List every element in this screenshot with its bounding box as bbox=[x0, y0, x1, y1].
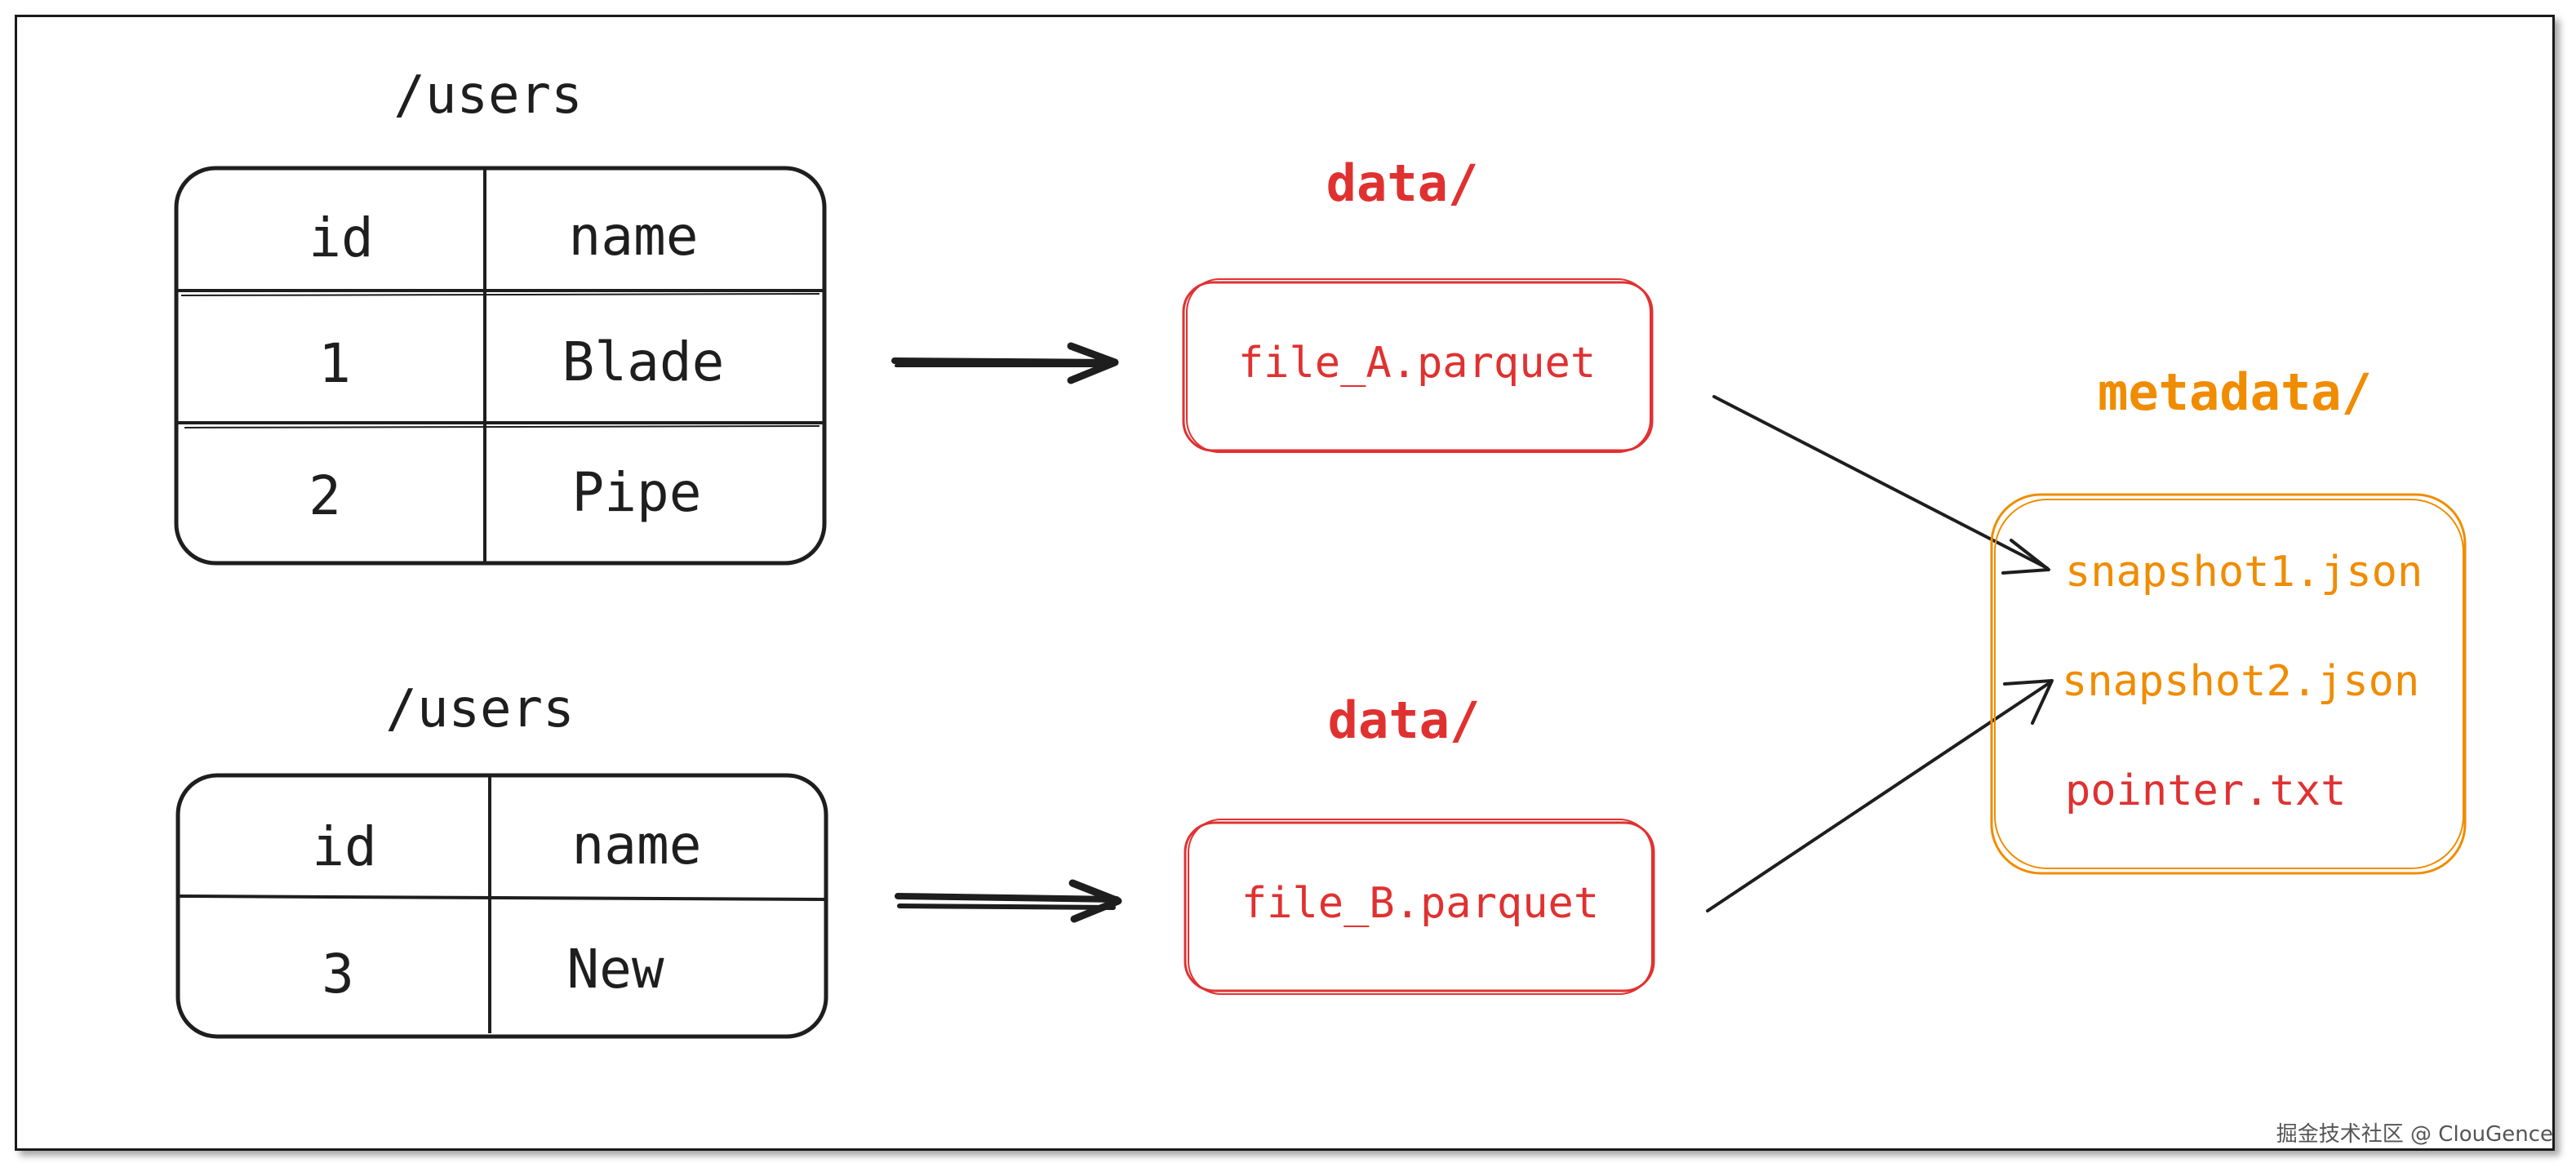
bottom-table-cell-name-1: New bbox=[566, 938, 664, 1001]
watermark: 掘金技术社区 @ ClouGence bbox=[2276, 1122, 2553, 1147]
metadata-folder: metadata/ snapshot1.json snapshot2.json … bbox=[1990, 362, 2467, 875]
bottom-table-border bbox=[175, 773, 828, 1039]
file-b-box bbox=[1184, 821, 1655, 992]
metadata-file-pointer: pointer.txt bbox=[2065, 766, 2346, 815]
bottom-table-header-id: id bbox=[312, 815, 376, 878]
bottom-users-table: /users id name 3 New bbox=[175, 679, 828, 1039]
top-table-header-divider-sketch bbox=[180, 293, 820, 296]
file-a-name: file_A.parquet bbox=[1238, 339, 1596, 388]
top-table-cell-name-1: Blade bbox=[562, 331, 725, 393]
metadata-box-sketch bbox=[1994, 499, 2464, 869]
top-write-arrow bbox=[891, 342, 1119, 384]
bottom-write-arrow bbox=[895, 879, 1122, 923]
data-folder-bottom: data/ file_B.parquet bbox=[1184, 690, 1655, 995]
top-users-table: /users id name 1 Blade 2 Pipe bbox=[174, 65, 827, 566]
metadata-folder-label: metadata/ bbox=[2098, 362, 2372, 422]
data-folder-top: data/ file_A.parquet bbox=[1182, 153, 1654, 453]
file-b-name: file_B.parquet bbox=[1241, 879, 1599, 928]
metadata-file-snapshot1: snapshot1.json bbox=[2065, 548, 2423, 597]
top-table-title: /users bbox=[393, 65, 582, 126]
bottom-table-header-divider bbox=[179, 895, 827, 901]
top-table-header-name: name bbox=[569, 205, 699, 268]
metadata-file-snapshot2: snapshot2.json bbox=[2062, 657, 2419, 706]
top-table-border bbox=[174, 166, 827, 566]
file-a-box-sketch bbox=[1186, 278, 1651, 453]
snapshot1-arrow bbox=[1712, 395, 2050, 575]
diagram-frame bbox=[15, 15, 2555, 1151]
bottom-table-header-name: name bbox=[572, 814, 702, 877]
top-table-cell-id-1: 1 bbox=[318, 332, 351, 395]
data-folder-bottom-label: data/ bbox=[1328, 690, 1481, 750]
file-a-box bbox=[1182, 281, 1654, 452]
top-table-cell-name-2: Pipe bbox=[572, 461, 702, 524]
top-table-header-id: id bbox=[309, 206, 373, 269]
metadata-box bbox=[1990, 493, 2467, 875]
top-table-cell-id-2: 2 bbox=[309, 464, 341, 527]
snapshot2-arrow bbox=[1706, 679, 2054, 912]
bottom-table-cell-id-1: 3 bbox=[322, 943, 354, 1006]
data-folder-top-label: data/ bbox=[1326, 153, 1479, 213]
file-b-box-sketch bbox=[1188, 819, 1653, 995]
bottom-table-title: /users bbox=[385, 679, 574, 739]
top-table-row-divider-sketch bbox=[184, 425, 820, 428]
